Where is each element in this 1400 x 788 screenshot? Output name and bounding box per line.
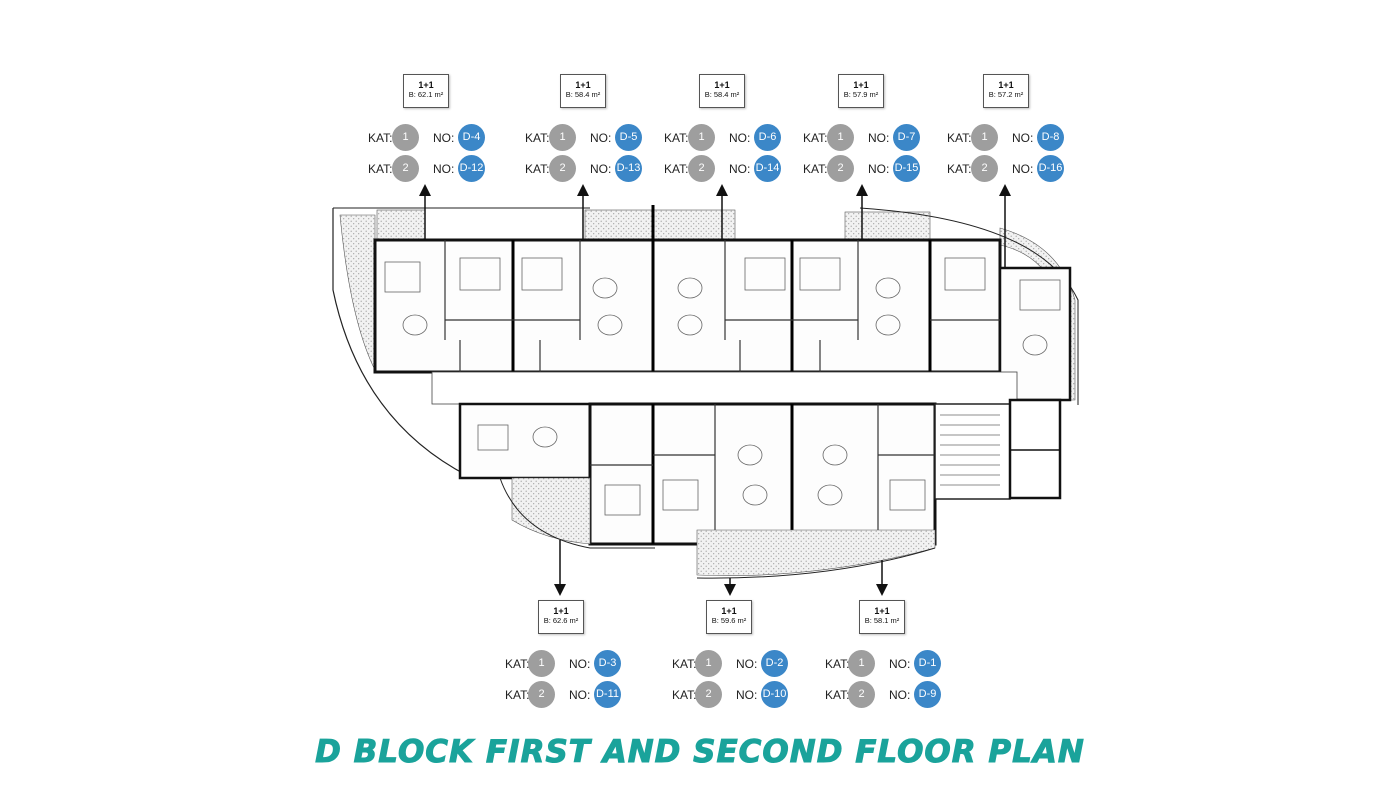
unit-type-box: 1+1 B: 57.9 m² — [838, 74, 884, 108]
kat-label: KAT: — [368, 131, 393, 145]
unit-area: B: 58.4 m² — [704, 90, 740, 99]
unit-area: B: 58.1 m² — [864, 616, 900, 625]
no-label: NO: — [1012, 162, 1034, 176]
kat-label: KAT: — [947, 131, 972, 145]
no-label: NO: — [433, 162, 455, 176]
kat-badge: 2 — [528, 681, 555, 708]
no-label: NO: — [569, 688, 591, 702]
no-badge: D-4 — [458, 124, 485, 151]
kat-badge: 2 — [549, 155, 576, 182]
unit-area: B: 57.2 m² — [988, 90, 1024, 99]
kat-label: KAT: — [672, 688, 697, 702]
kat-label: KAT: — [525, 131, 550, 145]
unit-type-box: 1+1 B: 57.2 m² — [983, 74, 1029, 108]
unit-type: 1+1 — [853, 80, 869, 90]
no-badge: D-14 — [754, 155, 781, 182]
unit-type: 1+1 — [714, 80, 730, 90]
kat-badge: 1 — [549, 124, 576, 151]
no-label: NO: — [569, 657, 591, 671]
kat-label: KAT: — [505, 688, 530, 702]
no-badge: D-8 — [1037, 124, 1064, 151]
no-badge: D-2 — [761, 650, 788, 677]
no-label: NO: — [868, 131, 890, 145]
no-badge: D-10 — [761, 681, 788, 708]
kat-badge: 1 — [392, 124, 419, 151]
kat-label: KAT: — [525, 162, 550, 176]
kat-badge: 2 — [392, 155, 419, 182]
kat-badge: 1 — [688, 124, 715, 151]
no-label: NO: — [590, 162, 612, 176]
no-badge: D-12 — [458, 155, 485, 182]
no-label: NO: — [736, 657, 758, 671]
no-label: NO: — [889, 657, 911, 671]
kat-badge: 2 — [848, 681, 875, 708]
kat-label: KAT: — [664, 162, 689, 176]
kat-label: KAT: — [803, 131, 828, 145]
kat-badge: 2 — [827, 155, 854, 182]
no-label: NO: — [889, 688, 911, 702]
kat-label: KAT: — [803, 162, 828, 176]
unit-area: B: 62.1 m² — [408, 90, 444, 99]
unit-area: B: 62.6 m² — [543, 616, 579, 625]
no-badge: D-11 — [594, 681, 621, 708]
no-badge: D-5 — [615, 124, 642, 151]
no-badge: D-13 — [615, 155, 642, 182]
unit-type: 1+1 — [998, 80, 1014, 90]
unit-type-box: 1+1 B: 58.1 m² — [859, 600, 905, 634]
no-label: NO: — [1012, 131, 1034, 145]
unit-type-box: 1+1 B: 62.1 m² — [403, 74, 449, 108]
no-label: NO: — [729, 131, 751, 145]
unit-type-box: 1+1 B: 58.4 m² — [560, 74, 606, 108]
page-title: D BLOCK FIRST AND SECOND FLOOR PLAN — [315, 734, 1085, 771]
unit-type: 1+1 — [553, 606, 569, 616]
no-badge: D-15 — [893, 155, 920, 182]
kat-badge: 1 — [848, 650, 875, 677]
kat-badge: 1 — [971, 124, 998, 151]
no-badge: D-16 — [1037, 155, 1064, 182]
no-badge: D-9 — [914, 681, 941, 708]
unit-area: B: 57.9 m² — [843, 90, 879, 99]
unit-type-box: 1+1 B: 58.4 m² — [699, 74, 745, 108]
no-badge: D-3 — [594, 650, 621, 677]
unit-type: 1+1 — [874, 606, 890, 616]
kat-badge: 1 — [827, 124, 854, 151]
kat-badge: 2 — [688, 155, 715, 182]
kat-badge: 1 — [695, 650, 722, 677]
unit-area: B: 58.4 m² — [565, 90, 601, 99]
kat-label: KAT: — [825, 657, 850, 671]
kat-badge: 2 — [971, 155, 998, 182]
unit-type: 1+1 — [721, 606, 737, 616]
unit-type-box: 1+1 B: 59.6 m² — [706, 600, 752, 634]
unit-type: 1+1 — [575, 80, 591, 90]
no-badge: D-1 — [914, 650, 941, 677]
kat-badge: 1 — [528, 650, 555, 677]
kat-label: KAT: — [825, 688, 850, 702]
kat-label: KAT: — [947, 162, 972, 176]
no-badge: D-7 — [893, 124, 920, 151]
unit-area: B: 59.6 m² — [711, 616, 747, 625]
no-badge: D-6 — [754, 124, 781, 151]
no-label: NO: — [868, 162, 890, 176]
kat-label: KAT: — [505, 657, 530, 671]
unit-type-box: 1+1 B: 62.6 m² — [538, 600, 584, 634]
no-label: NO: — [736, 688, 758, 702]
kat-label: KAT: — [368, 162, 393, 176]
no-label: NO: — [433, 131, 455, 145]
kat-label: KAT: — [672, 657, 697, 671]
kat-label: KAT: — [664, 131, 689, 145]
unit-type: 1+1 — [418, 80, 434, 90]
no-label: NO: — [590, 131, 612, 145]
no-label: NO: — [729, 162, 751, 176]
kat-badge: 2 — [695, 681, 722, 708]
